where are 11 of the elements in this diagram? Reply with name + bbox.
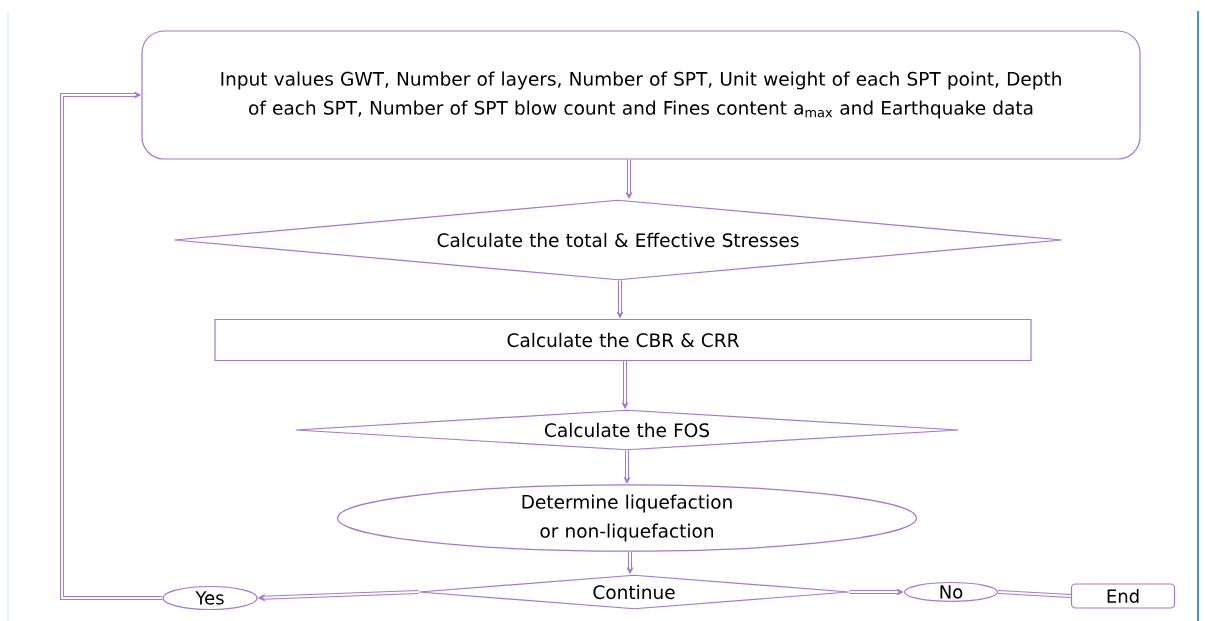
arrow bbox=[616, 279, 624, 319]
process-box: Calculate the CBR & CRR bbox=[214, 318, 1032, 362]
arrow bbox=[60, 91, 164, 600]
arrow bbox=[625, 158, 633, 199]
end-box: End bbox=[1070, 583, 1176, 609]
arrow bbox=[626, 550, 634, 574]
arrow bbox=[623, 449, 631, 484]
input-box: Input values GWT, Number of layers, Number of SPT, Unit weight of each SPT point, Depth of each SPT, Number of SPT blow count and Fines content a$_{max}$ and Earthquake data bbox=[141, 30, 1141, 160]
arrow bbox=[258, 590, 420, 601]
arrow bbox=[621, 360, 629, 409]
arrow bbox=[848, 588, 904, 596]
